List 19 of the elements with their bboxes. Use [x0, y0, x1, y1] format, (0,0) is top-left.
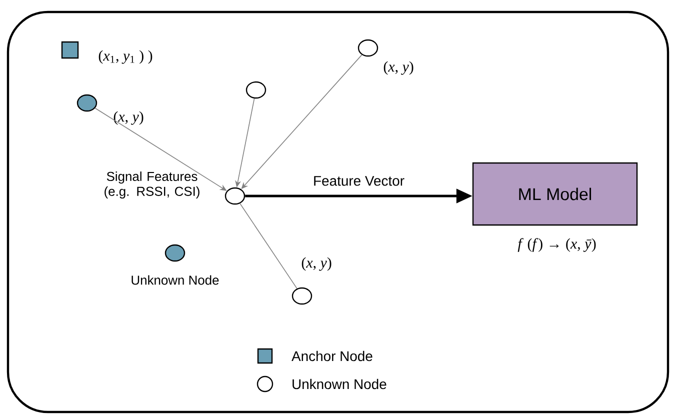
node-caption: (x, y)	[114, 111, 144, 125]
node-caption: f (f) → (x, ȳ)	[518, 238, 596, 252]
legend-label: Anchor Node	[292, 350, 372, 362]
node-caption: Unknown Node	[132, 275, 219, 285]
node-caption: (x, y)	[302, 257, 332, 271]
node-caption: (x$_{1}$, y$_{1}$ ) )	[98, 50, 152, 64]
model-box: ML Model	[472, 162, 638, 226]
node-circle	[224, 187, 246, 205]
node-circle	[164, 244, 186, 262]
anchor-square	[61, 41, 79, 59]
legend-label: Unknown Node	[292, 378, 386, 390]
node-circle	[76, 94, 98, 112]
connector-line	[240, 203, 298, 289]
node-circle	[358, 39, 378, 57]
node-circle	[292, 287, 312, 305]
node-caption: (x, y)	[384, 61, 414, 75]
edge-label: Feature Vector	[312, 175, 406, 187]
node-circle	[246, 81, 266, 99]
node-caption: Signal Features (e.g. RSSI, CSI)	[104, 172, 200, 198]
